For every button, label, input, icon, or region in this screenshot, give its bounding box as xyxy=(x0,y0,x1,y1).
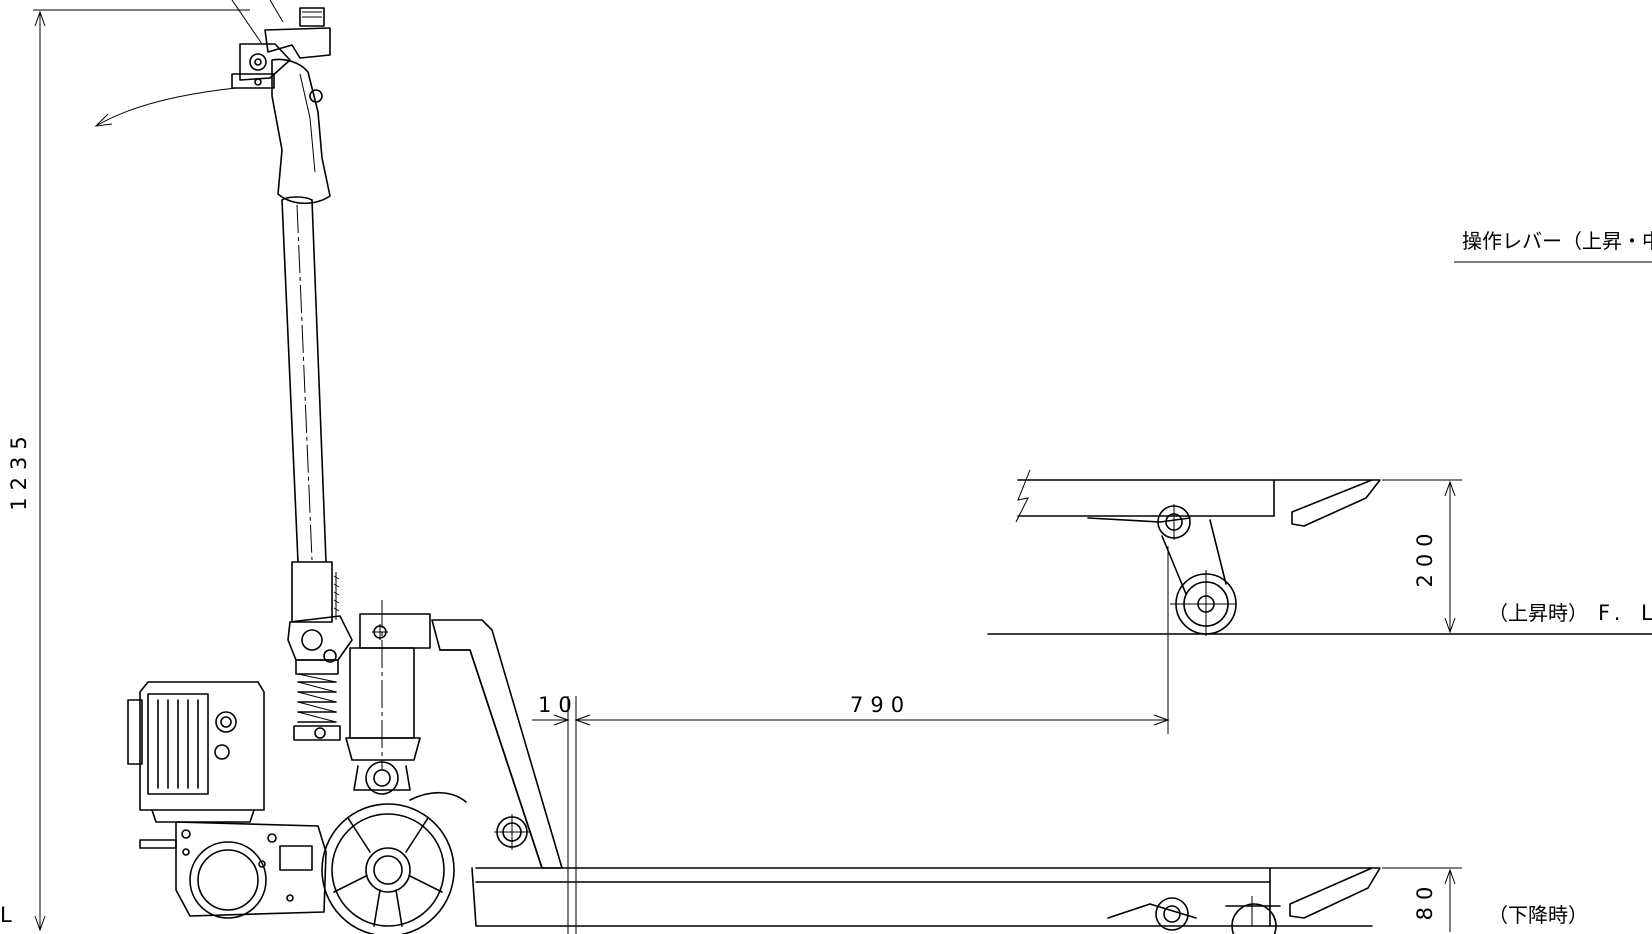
fork-height-label: 80 xyxy=(1413,880,1437,921)
gap-dimension-label: 10 xyxy=(538,693,579,717)
overall-height-dimension xyxy=(33,9,250,932)
fork-height-dimension xyxy=(1382,867,1462,932)
lever-note-label: 操作レバー（上昇・中 xyxy=(1462,229,1652,253)
handle-head xyxy=(231,0,331,205)
chassis-frame xyxy=(409,619,563,869)
floor-level-lowered-label: L xyxy=(0,903,12,927)
fork-raised xyxy=(1015,469,1381,636)
lever-swing-arc xyxy=(94,87,237,127)
horizontal-dimensions xyxy=(532,546,1170,934)
overall-height-label: 1235 xyxy=(7,429,31,510)
fork-lowered xyxy=(471,867,1381,934)
battery-box xyxy=(127,681,265,823)
reach-dimension-label: 790 xyxy=(850,693,911,717)
drive-motor xyxy=(139,821,327,919)
lowered-state-label: （下降時） xyxy=(1488,903,1588,927)
pump-unit xyxy=(287,600,431,795)
lift-height-dimension xyxy=(1382,479,1462,634)
drive-wheel xyxy=(321,803,455,934)
raised-state-label: （上昇時） xyxy=(1488,601,1588,625)
handle-shaft xyxy=(281,196,340,623)
floor-level-raised-label: F. L xyxy=(1598,601,1652,625)
lift-height-label: 200 xyxy=(1413,526,1437,587)
